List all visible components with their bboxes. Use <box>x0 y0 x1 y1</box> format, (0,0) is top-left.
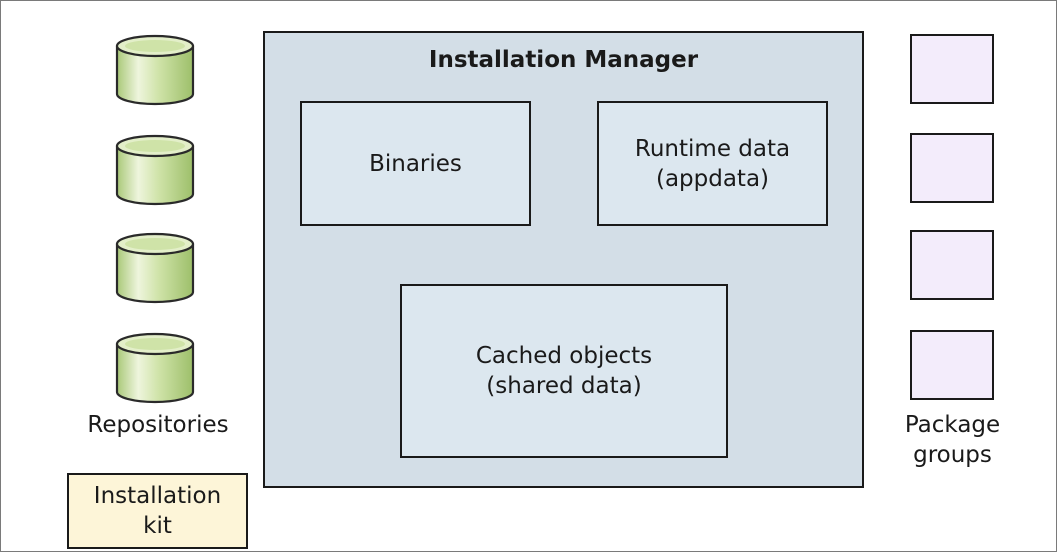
package-group-box <box>910 230 994 300</box>
repository-cylinder-icon <box>115 232 195 304</box>
installation-manager-title: Installation Manager <box>428 47 699 73</box>
package-group-box <box>910 133 994 203</box>
repositories-label: Repositories <box>87 412 229 438</box>
runtime-data-box: Runtime data (appdata) <box>597 101 828 226</box>
repository-cylinder-icon <box>115 134 195 206</box>
installation-kit-box: Installation kit <box>67 473 248 549</box>
package-group-box <box>910 330 994 400</box>
binaries-box: Binaries <box>300 101 531 226</box>
cached-objects-box: Cached objects (shared data) <box>400 284 728 458</box>
repository-cylinder-icon <box>115 332 195 404</box>
repository-cylinder-icon <box>115 34 195 106</box>
package-group-box <box>910 34 994 104</box>
package-groups-label: Package groups <box>904 412 1001 468</box>
